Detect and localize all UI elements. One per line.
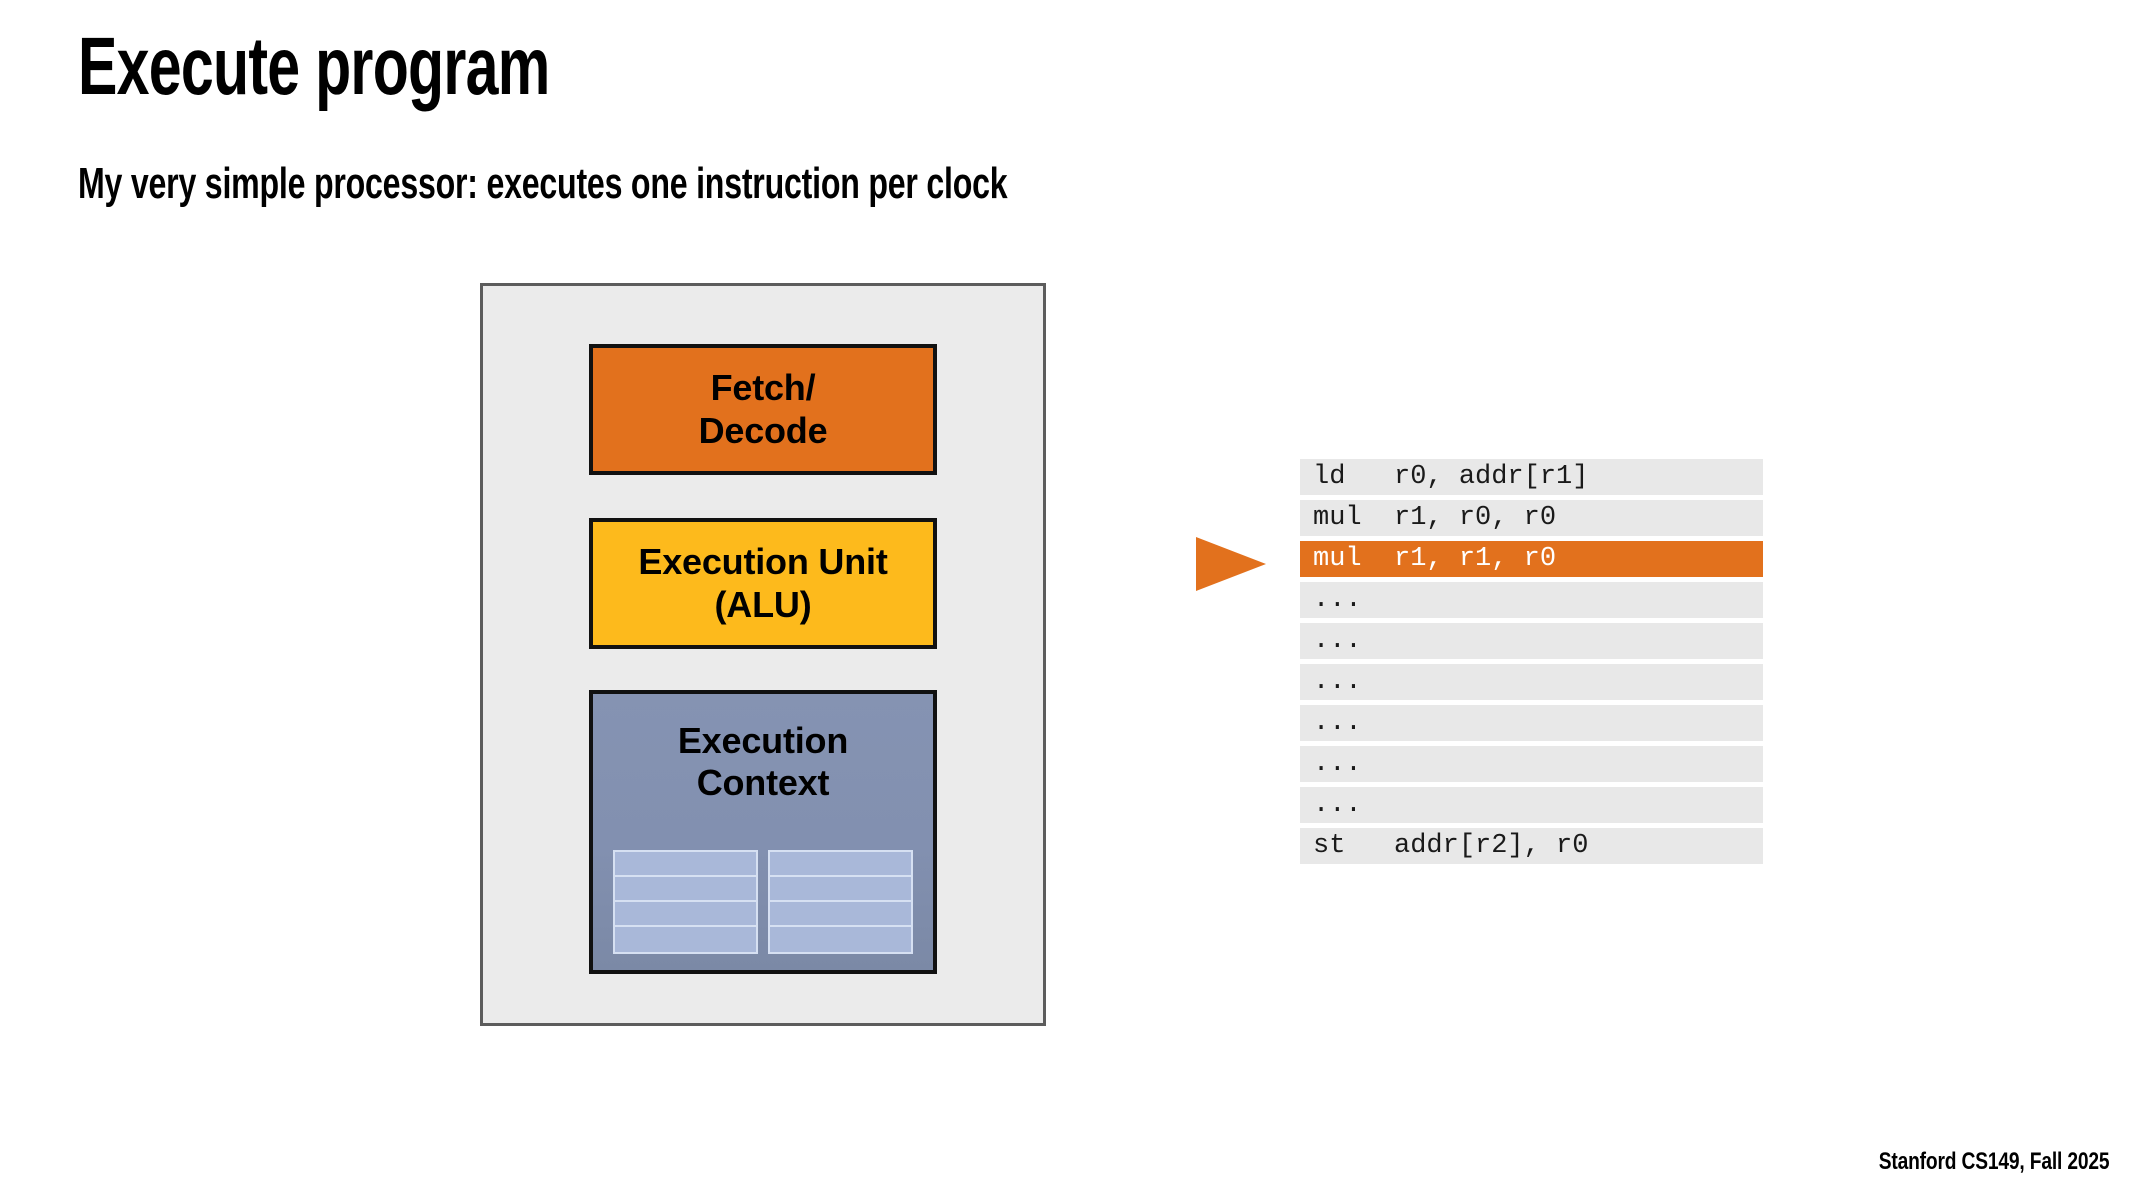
register-cell <box>770 902 911 927</box>
page-subtitle: My very simple processor: executes one i… <box>78 159 1008 208</box>
execution-context-label-line2: Context <box>696 762 830 804</box>
instruction-row[interactable]: ... <box>1300 623 1763 659</box>
fetch-decode-box: Fetch/ Decode <box>589 344 937 475</box>
execution-unit-label-line2: (ALU) <box>714 583 812 625</box>
register-column <box>613 850 758 954</box>
execution-context-label-line1: Execution <box>677 720 849 761</box>
register-column <box>768 850 913 954</box>
instruction-stream: ld r0, addr[r1] mul r1, r0, r0 mul r1, r1,… <box>1300 459 1763 869</box>
instruction-row[interactable]: ... <box>1300 664 1763 700</box>
instruction-row[interactable]: st addr[r2], r0 <box>1300 828 1763 864</box>
register-cell <box>770 852 911 877</box>
register-cell <box>770 927 911 952</box>
register-cell <box>770 877 911 902</box>
instruction-row[interactable]: ... <box>1300 787 1763 823</box>
register-cell <box>615 902 756 927</box>
execution-unit-label-line1: Execution Unit <box>638 541 888 583</box>
page-title: Execute program <box>78 21 550 112</box>
register-cell <box>615 877 756 902</box>
fetch-decode-label-line1: Fetch/ <box>710 367 816 409</box>
register-file <box>613 850 913 954</box>
instruction-row[interactable]: ... <box>1300 582 1763 618</box>
instruction-row[interactable]: mul r1, r0, r0 <box>1300 500 1763 536</box>
register-cell <box>615 927 756 952</box>
instruction-row[interactable]: ld r0, addr[r1] <box>1300 459 1763 495</box>
slide-footer: Stanford CS149, Fall 2025 <box>1878 1148 2109 1175</box>
fetch-decode-label-line2: Decode <box>698 409 828 451</box>
instruction-row[interactable]: ... <box>1300 705 1763 741</box>
instruction-row[interactable]: ... <box>1300 746 1763 782</box>
play-triangle-icon <box>1196 537 1266 591</box>
execution-unit-box: Execution Unit (ALU) <box>589 518 937 649</box>
execution-context-box: Execution Context <box>589 690 937 974</box>
instruction-row[interactable]: mul r1, r1, r0 <box>1300 541 1763 577</box>
register-cell <box>615 852 756 877</box>
